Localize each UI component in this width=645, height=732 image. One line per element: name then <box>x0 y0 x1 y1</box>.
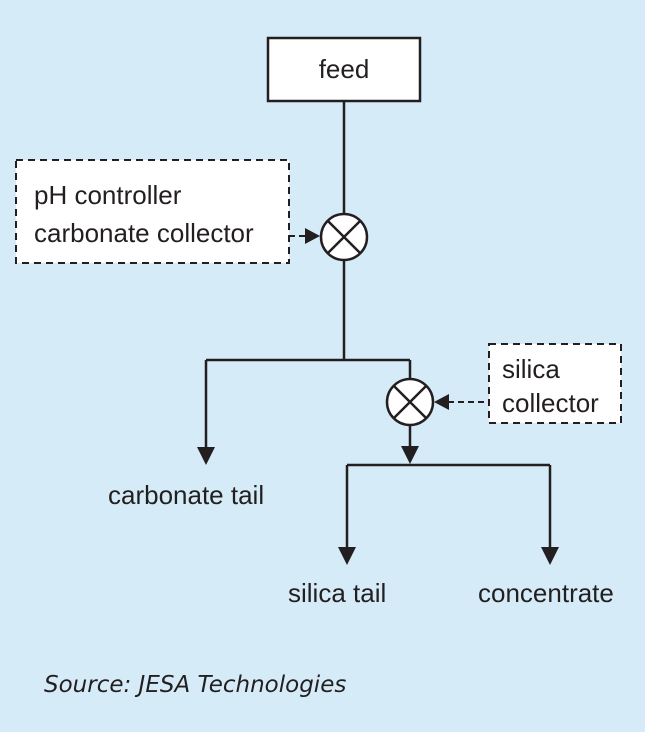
mixer-icon-1 <box>319 212 369 262</box>
arrow-icon-reagent-1 <box>305 228 320 244</box>
feed-box <box>266 36 422 103</box>
reagent-box-2 <box>488 343 622 424</box>
arrow-icon-reagent-2 <box>434 394 449 410</box>
source-credit: Source: JESA Technologies <box>44 672 347 698</box>
feed-label: feed <box>318 54 370 84</box>
carbonate-tail-label: carbonate tail <box>108 480 265 510</box>
mixer-icon-2 <box>385 377 435 427</box>
arrow-icon-carbonate-tail <box>197 447 215 465</box>
reagent-2-line-1: silica <box>502 354 560 384</box>
reagent-1-line-2: carbonate collector <box>34 218 254 248</box>
arrow-icon-concentrate <box>541 547 559 565</box>
reagent-2-line-2: collector <box>502 388 599 418</box>
silica-tail-label: silica tail <box>288 578 387 608</box>
reagent-box-1 <box>15 159 290 264</box>
arrow-icon-silica-tail <box>338 547 356 565</box>
concentrate-label: concentrate <box>478 578 614 608</box>
reagent-1-line-1: pH controller <box>34 180 182 210</box>
arrow-icon-mixer-2-outlet <box>401 446 419 464</box>
